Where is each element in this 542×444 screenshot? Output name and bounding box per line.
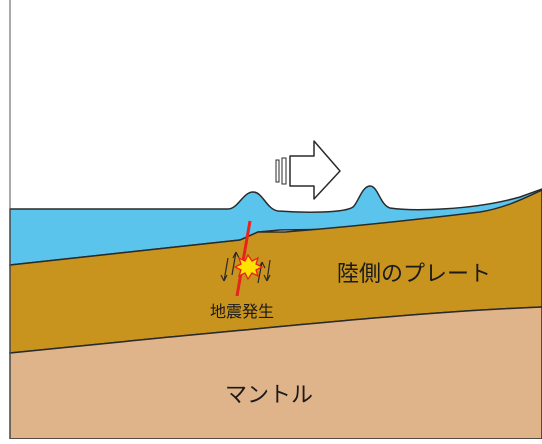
mantle-label: マントル	[225, 383, 314, 408]
explosion-icon	[233, 253, 264, 281]
right-arrow-icon	[275, 140, 341, 200]
mantle	[9, 306, 542, 440]
continental-plate-label: 陸側のプレート	[337, 262, 492, 287]
fault-line	[235, 220, 252, 297]
sea	[9, 185, 542, 266]
earthquake-label: 地震発生	[210, 302, 275, 321]
